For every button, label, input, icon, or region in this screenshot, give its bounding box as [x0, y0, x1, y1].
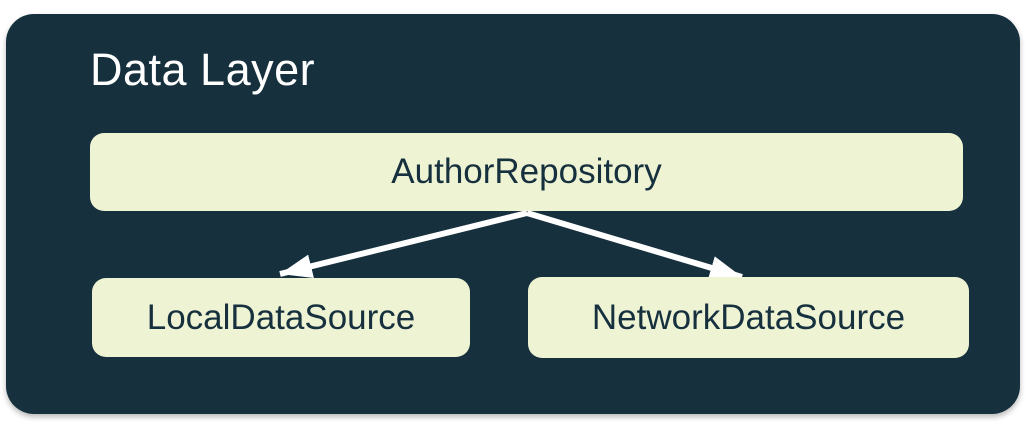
diagram-title: Data Layer — [90, 44, 316, 95]
arrow-repository-to-local — [279, 210, 528, 278]
data-layer-group: Data Layer AuthorRepository LocalDataSou… — [6, 14, 1020, 414]
node-local-data-source-label: LocalDataSource — [146, 297, 416, 337]
node-author-repository: AuthorRepository — [90, 133, 963, 211]
node-author-repository-label: AuthorRepository — [391, 152, 662, 191]
node-network-data-source: NetworkDataSource — [528, 277, 969, 358]
node-network-data-source-label: NetworkDataSource — [591, 297, 906, 337]
arrow-repository-to-network — [526, 210, 743, 280]
node-local-data-source: LocalDataSource — [92, 278, 470, 357]
